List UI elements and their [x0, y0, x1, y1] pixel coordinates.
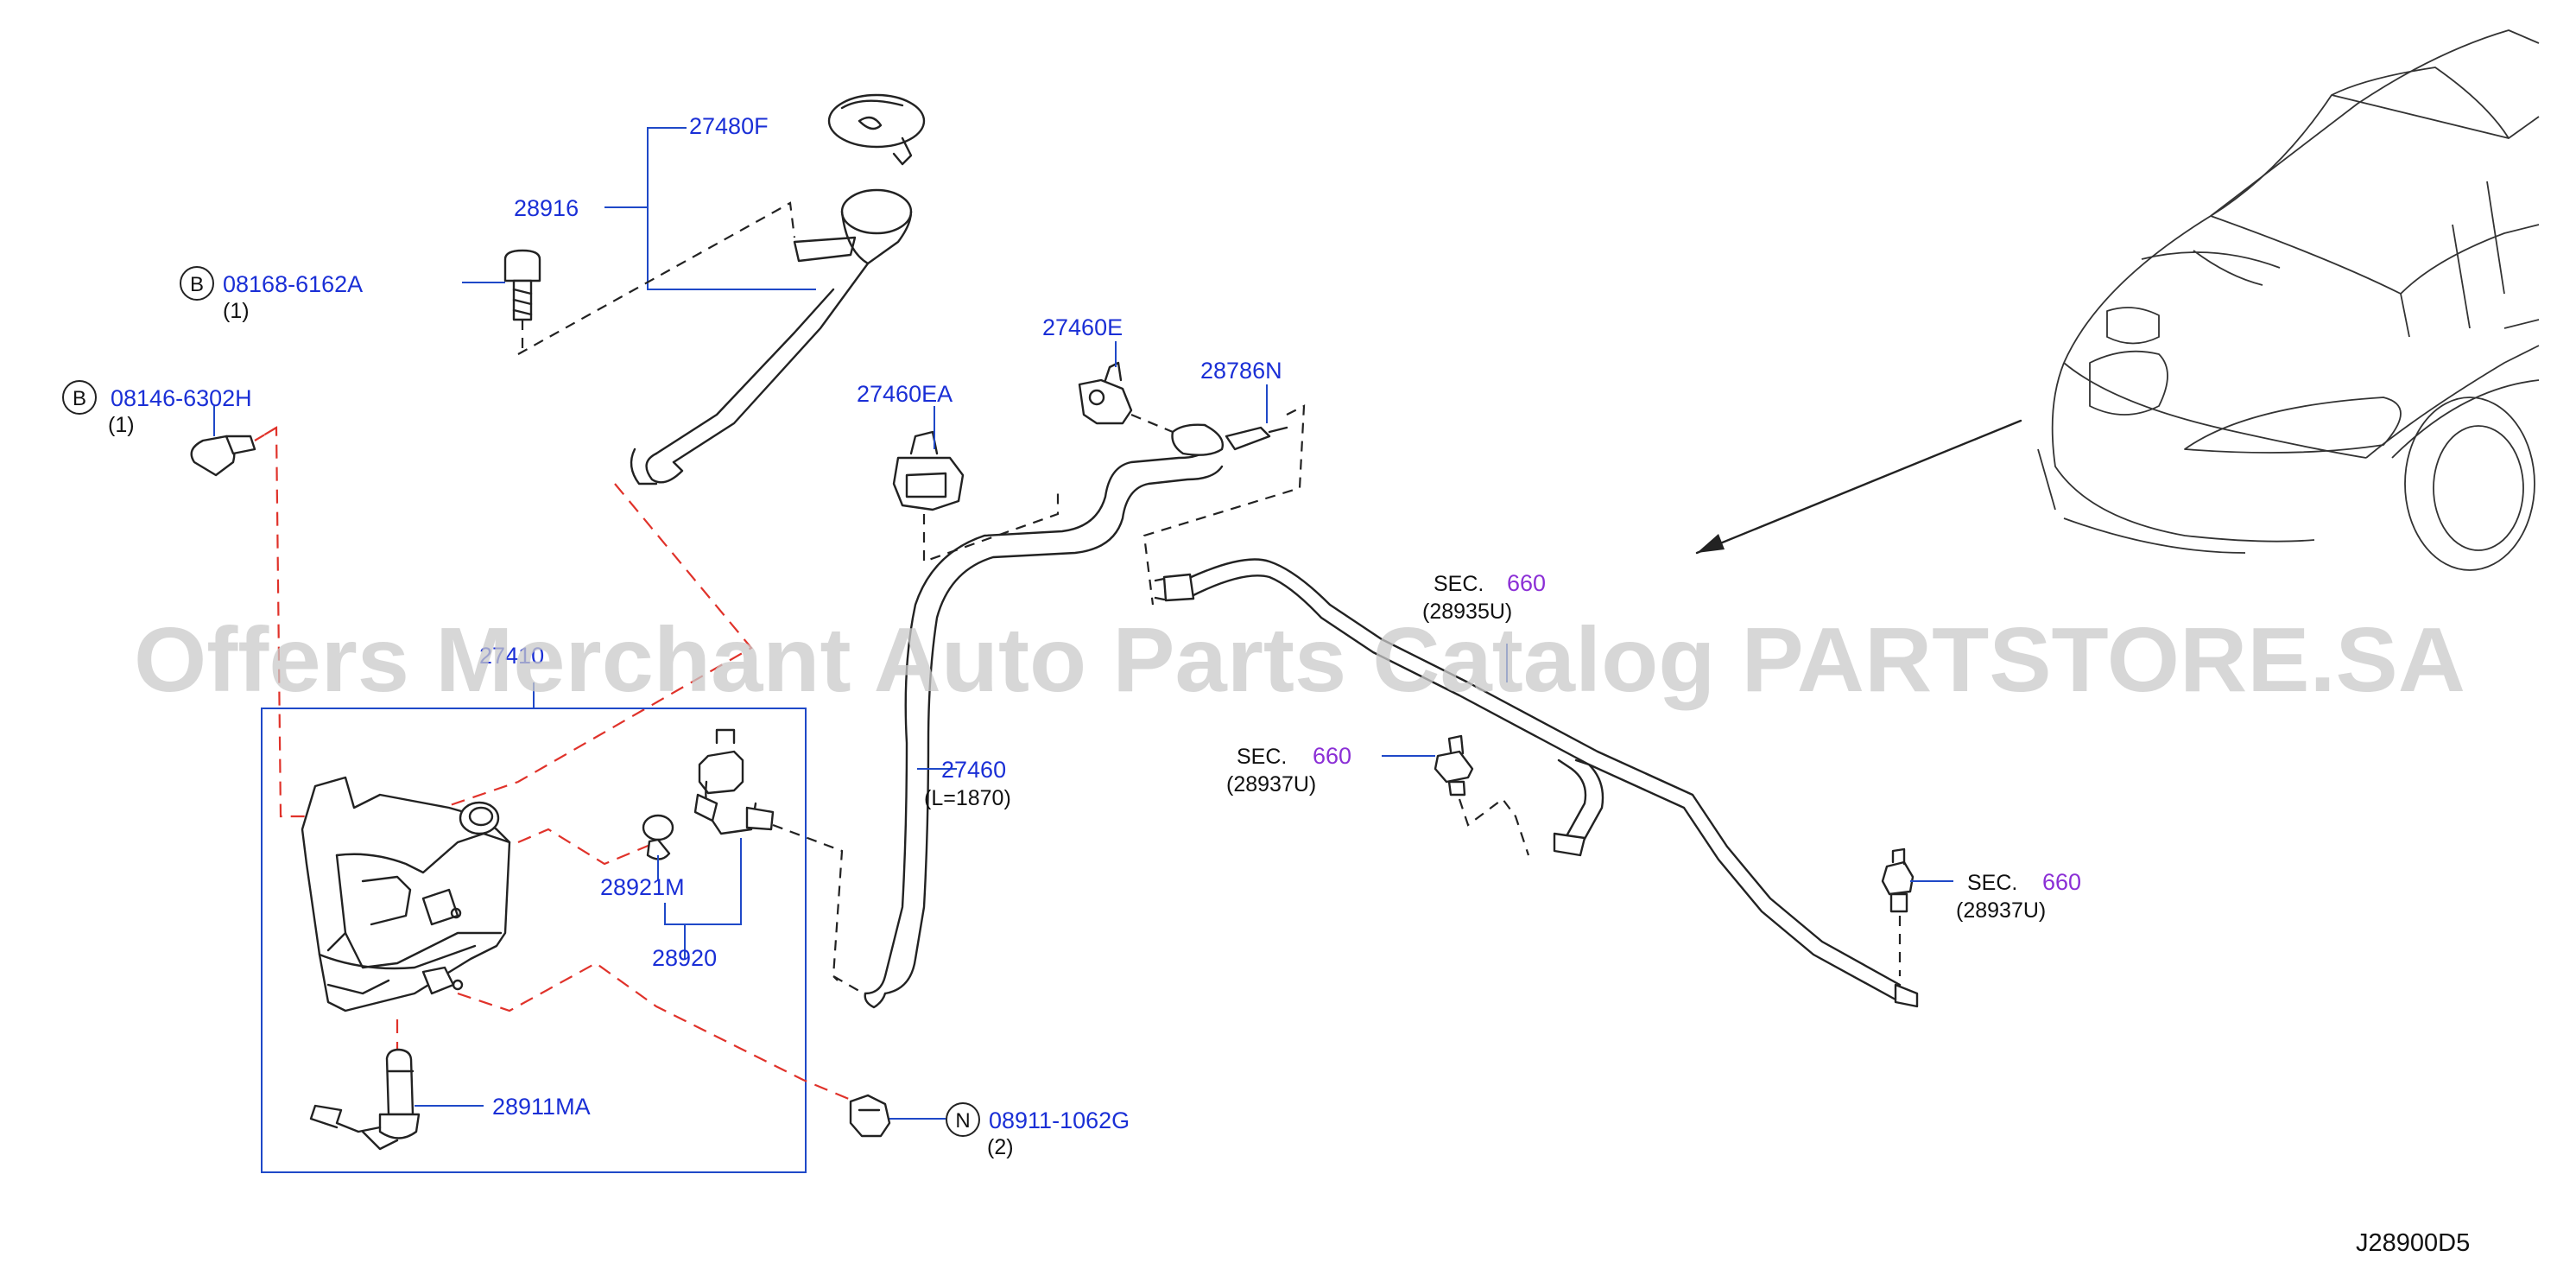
label-27460E: 27460E: [1042, 314, 1123, 340]
nut-08911: [849, 1094, 891, 1138]
washer-pump: [693, 728, 775, 835]
level-sensor: [309, 1048, 421, 1151]
badge-bolt2: [62, 380, 97, 415]
label-08168-6162A: 08168-6162A: [223, 271, 363, 297]
nozzle-hose: [1154, 558, 1919, 1008]
washer-tank: [301, 776, 511, 1012]
sec3-prefix: SEC.: [1967, 871, 2017, 895]
sec1-ref: (28935U): [1422, 600, 1512, 624]
arrow-head: [1697, 534, 1725, 553]
label-28911MA: 28911MA: [492, 1094, 591, 1120]
label-27480F: 27480F: [689, 113, 769, 139]
label-08146-6302H: 08146-6302H: [111, 385, 252, 411]
bolt-08146: [190, 435, 256, 477]
label-28920: 28920: [652, 945, 717, 971]
badge-bolt2-text: B: [73, 387, 86, 410]
filler-cap: [827, 93, 926, 166]
label-bolt1-qty: (1): [223, 299, 250, 323]
filler-neck: [630, 188, 913, 486]
nozzle-28937U-right: [1881, 847, 1915, 913]
label-27460: 27460: [941, 757, 1006, 783]
label-27460EA: 27460EA: [857, 381, 953, 407]
badge-bolt1-text: B: [190, 273, 204, 296]
bolt-08168: [503, 249, 541, 321]
label-28916: 28916: [514, 195, 579, 221]
label-nut-qty: (2): [987, 1135, 1014, 1159]
sec1-number: 660: [1507, 570, 1546, 596]
watermark-text: Offers Merchant Auto Parts Catalog PARTS…: [134, 609, 2465, 711]
location-arrow: [1695, 419, 2022, 555]
hose-clip-27460E: [1078, 361, 1133, 425]
pump-grommet: [642, 814, 674, 860]
label-28786N: 28786N: [1200, 358, 1282, 384]
washer-hose-27460: [864, 443, 1224, 1009]
sec2-prefix: SEC.: [1237, 745, 1287, 769]
label-08911-1062G: 08911-1062G: [989, 1107, 1130, 1133]
nozzle-28937U-left: [1434, 734, 1474, 796]
sec1-prefix: SEC.: [1434, 572, 1484, 596]
badge-bolt1: [180, 266, 214, 301]
badge-nut-text: N: [955, 1109, 970, 1133]
label-27460-length: (L=1870): [924, 786, 1011, 810]
sec3-number: 660: [2042, 869, 2081, 895]
vehicle-outline: [2037, 29, 2540, 571]
label-bolt2-qty: (1): [108, 413, 135, 437]
diagram-code: J28900D5: [2356, 1229, 2470, 1257]
sec2-number: 660: [1313, 743, 1351, 769]
label-tank-27410: 27410: [479, 643, 544, 669]
sec2-ref: (28937U): [1226, 772, 1316, 796]
label-28921M: 28921M: [600, 874, 685, 900]
sec3-ref: (28937U): [1956, 898, 2046, 923]
badge-nut: [946, 1102, 980, 1137]
check-valve-28786N: [1171, 423, 1288, 456]
hose-clip-27460EA: [892, 430, 965, 511]
